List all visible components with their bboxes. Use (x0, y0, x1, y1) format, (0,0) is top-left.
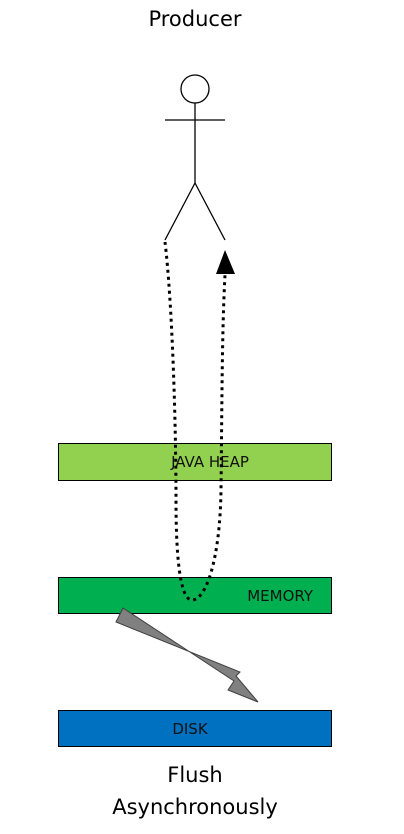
java-heap-label: JAVA HEAP (171, 453, 249, 471)
round-trip-dotted-path (163, 241, 227, 602)
arrowhead-up-icon (216, 250, 235, 274)
disk-label: DISK (172, 719, 208, 738)
memory-label: MEMORY (247, 586, 313, 605)
producer-title: Producer (148, 7, 242, 31)
flush-caption-line1: Flush (167, 763, 223, 787)
memory-layer: MEMORY (58, 577, 332, 614)
producer-actor-icon (164, 74, 226, 241)
flush-arrow-icon (115, 607, 259, 703)
java-heap-layer: JAVA HEAP (58, 443, 332, 481)
disk-layer: DISK (58, 710, 332, 747)
flush-caption-line2: Asynchronously (112, 795, 278, 819)
